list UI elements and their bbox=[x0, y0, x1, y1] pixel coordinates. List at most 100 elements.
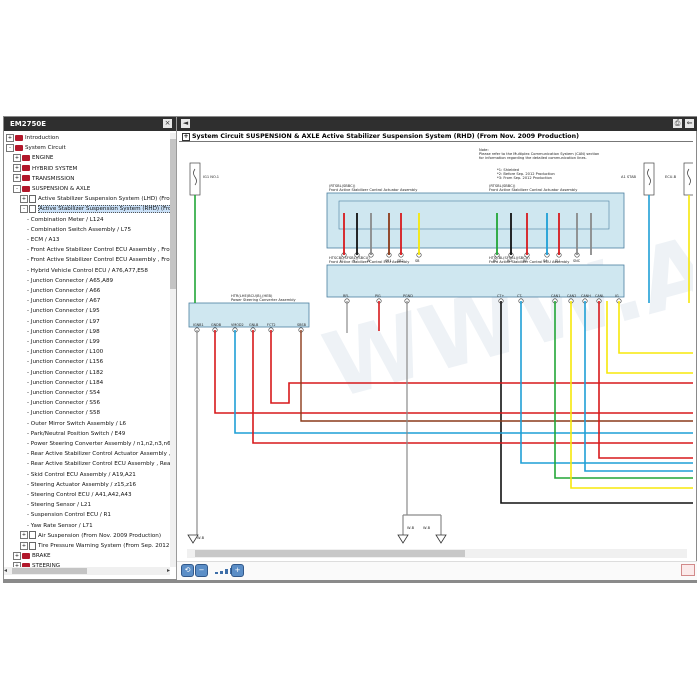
tree-item[interactable]: - Junction Connector / L99 bbox=[27, 337, 100, 347]
bus-blue-1[interactable] bbox=[234, 330, 693, 434]
ign-wire[interactable] bbox=[606, 301, 693, 374]
tree-item[interactable]: - Skid Control ECU Assembly / A19,A21 bbox=[27, 470, 136, 480]
expand-icon[interactable]: + bbox=[13, 153, 21, 162]
tree-item[interactable]: +Air Suspension (From Nov. 2009 Producti… bbox=[20, 531, 161, 541]
front-actuator-box[interactable] bbox=[326, 192, 625, 249]
tree-item[interactable]: +HYBRID SYSTEM bbox=[13, 164, 77, 174]
tree-item[interactable]: + TRANSMISSION bbox=[13, 174, 74, 184]
ig-wire[interactable] bbox=[618, 301, 693, 354]
bus-blue-2[interactable] bbox=[520, 301, 693, 464]
fuse-left[interactable]: IG1 NO.1 bbox=[189, 162, 219, 196]
bus-brown[interactable] bbox=[300, 330, 693, 422]
tree-item[interactable]: - Rear Active Stabilizer Control ECU Ass… bbox=[27, 459, 170, 469]
scroll-left-arrow-icon[interactable]: ◂ bbox=[4, 567, 8, 574]
tree-item[interactable]: +BRAKE bbox=[13, 551, 51, 561]
bus-green[interactable] bbox=[554, 301, 693, 479]
tree-item[interactable]: - Power Steering Converter Assembly / n1… bbox=[27, 439, 171, 449]
tree-scroll-thumb[interactable] bbox=[170, 139, 176, 289]
return-icon[interactable]: ⇐ bbox=[685, 119, 694, 128]
tree-item[interactable]: - Junction Connector / L184 bbox=[27, 378, 103, 388]
close-panel-icon[interactable]: × bbox=[163, 119, 172, 128]
expand-icon[interactable]: + bbox=[6, 133, 14, 142]
tree-item[interactable]: - Steering Actuator Assembly / z15,z16 bbox=[27, 480, 136, 490]
front-ecu-box[interactable] bbox=[326, 264, 625, 298]
zoom-fit-icon[interactable]: ⟲ bbox=[181, 564, 194, 577]
tree-item-label: TRANSMISSION bbox=[32, 175, 75, 182]
book-icon bbox=[22, 552, 30, 559]
tree-item[interactable]: - Junction Connector / A66 bbox=[27, 286, 100, 296]
tree-item[interactable]: - Junction Connector / S58 bbox=[27, 408, 100, 418]
pin-label: IGNB1 bbox=[193, 323, 204, 327]
tree-item[interactable]: - Junction Connector / L95 bbox=[27, 306, 100, 316]
tree-item[interactable]: - Yaw Rate Sensor / L71 bbox=[27, 521, 93, 531]
tree-item[interactable]: - Junction Connector / S54 bbox=[27, 388, 100, 398]
tree-item[interactable]: - Steering Control ECU / A41,A42,A43 bbox=[27, 490, 132, 500]
zoom-out-icon[interactable]: − bbox=[195, 564, 208, 577]
tree-item[interactable]: -SUSPENSION & AXLE bbox=[13, 184, 90, 194]
tree-item[interactable]: - Junction Connector / L156 bbox=[27, 357, 103, 367]
back-arrow-icon[interactable]: ◄ bbox=[181, 119, 190, 128]
bus-red-1[interactable] bbox=[214, 330, 693, 414]
tree-item[interactable]: -Active Stabilizer Suspension System (RH… bbox=[20, 204, 172, 214]
scroll-right-arrow-icon[interactable]: ▸ bbox=[166, 567, 170, 574]
tree-item[interactable]: - Steering Sensor / L21 bbox=[27, 500, 91, 510]
bus-blue-3[interactable] bbox=[584, 301, 693, 472]
tree-vertical-scrollbar[interactable] bbox=[170, 133, 176, 567]
legend-line-2: *2: Before Sep. 2012 Production bbox=[497, 172, 555, 176]
tree-item[interactable]: - System Circuit bbox=[6, 143, 66, 153]
tree-item[interactable]: - Outer Mirror Switch Assembly / L6 bbox=[27, 419, 126, 429]
tree-item-label: System Circuit bbox=[25, 145, 66, 152]
tree-item[interactable]: +ENGINE bbox=[13, 153, 53, 163]
collapse-icon[interactable]: - bbox=[6, 143, 14, 152]
tree-item[interactable]: - Junction Connector / L182 bbox=[27, 368, 103, 378]
tree-item[interactable]: - Hybrid Vehicle Control ECU / A76,A77,E… bbox=[27, 266, 148, 276]
print-preview-icon[interactable] bbox=[681, 564, 695, 576]
diagram-horizontal-scrollbar[interactable] bbox=[187, 549, 687, 558]
tree-item[interactable]: +Tire Pressure Warning System (From Sep.… bbox=[20, 541, 172, 551]
wiring-diagram-canvas[interactable]: WWW.A Note: Please refer to the Multiple… bbox=[179, 143, 693, 548]
expand-icon[interactable]: + bbox=[20, 194, 28, 203]
tree-item[interactable]: - Junction Connector / A67 bbox=[27, 296, 100, 306]
bus-yellow[interactable] bbox=[570, 301, 693, 489]
can-wire[interactable] bbox=[500, 301, 693, 504]
bus-red-2[interactable] bbox=[252, 330, 693, 444]
print-icon[interactable]: ⎙ bbox=[673, 119, 682, 128]
fuse-right-1[interactable]: A1 STAB bbox=[621, 162, 655, 196]
expand-icon[interactable]: + bbox=[13, 561, 21, 567]
tree-item[interactable]: - Front Active Stabilizer Control ECU As… bbox=[27, 255, 170, 265]
tree-item[interactable]: - Front Active Stabilizer Control ECU As… bbox=[27, 245, 170, 255]
expand-icon[interactable]: + bbox=[20, 531, 28, 540]
expand-icon[interactable]: + bbox=[13, 174, 21, 183]
tree-item[interactable]: +Introduction bbox=[6, 133, 59, 143]
diagram-scroll-thumb[interactable] bbox=[195, 550, 465, 557]
tree-item[interactable]: - Junction Connector / L100 bbox=[27, 347, 103, 357]
zoom-in-icon[interactable]: + bbox=[231, 564, 244, 577]
tree-item[interactable]: - Combination Switch Assembly / L75 bbox=[27, 225, 131, 235]
tree-item-label: - Steering Sensor / L21 bbox=[27, 502, 92, 509]
tree-item[interactable]: - Rear Active Stabilizer Control Actuato… bbox=[27, 449, 170, 459]
expand-icon[interactable]: + bbox=[13, 164, 21, 173]
tree-item[interactable]: - Junction Connector / S56 bbox=[27, 398, 100, 408]
collapse-icon[interactable]: - bbox=[13, 184, 21, 193]
tree-item[interactable]: - Park/Neutral Position Switch / E49 bbox=[27, 429, 125, 439]
expand-title-icon[interactable]: + bbox=[182, 133, 190, 141]
expand-icon[interactable]: + bbox=[20, 541, 28, 550]
tree-item[interactable]: - Combination Meter / L124 bbox=[27, 215, 104, 225]
fuse-right-2[interactable]: ECU-B bbox=[665, 162, 693, 196]
tree-item-label: - Junction Connector / S54 bbox=[27, 390, 101, 396]
tree-item[interactable]: +Active Stabilizer Suspension System (LH… bbox=[20, 194, 172, 204]
bus-red-3[interactable] bbox=[270, 330, 693, 404]
tree-item[interactable]: - Junction Connector / A65,A89 bbox=[27, 276, 113, 286]
tree-item[interactable]: +STEERING bbox=[13, 561, 60, 567]
collapse-icon[interactable]: - bbox=[20, 204, 28, 213]
tree-item[interactable]: - Junction Connector / L97 bbox=[27, 317, 100, 327]
tree-hscroll-thumb[interactable] bbox=[12, 568, 87, 574]
bus-red-4[interactable] bbox=[598, 301, 693, 459]
tree-item[interactable]: - ECM / A13 bbox=[27, 235, 59, 245]
expand-icon[interactable]: + bbox=[13, 551, 21, 560]
power-steering-converter-box[interactable] bbox=[188, 302, 310, 328]
tree-horizontal-scrollbar[interactable]: ◂ ▸ bbox=[4, 567, 170, 575]
tree-item[interactable]: - Junction Connector / L98 bbox=[27, 327, 100, 337]
tree-item-label: - Junction Connector / L156 bbox=[27, 359, 104, 366]
tree-item[interactable]: - Suspension Control ECU / R1 bbox=[27, 510, 111, 520]
